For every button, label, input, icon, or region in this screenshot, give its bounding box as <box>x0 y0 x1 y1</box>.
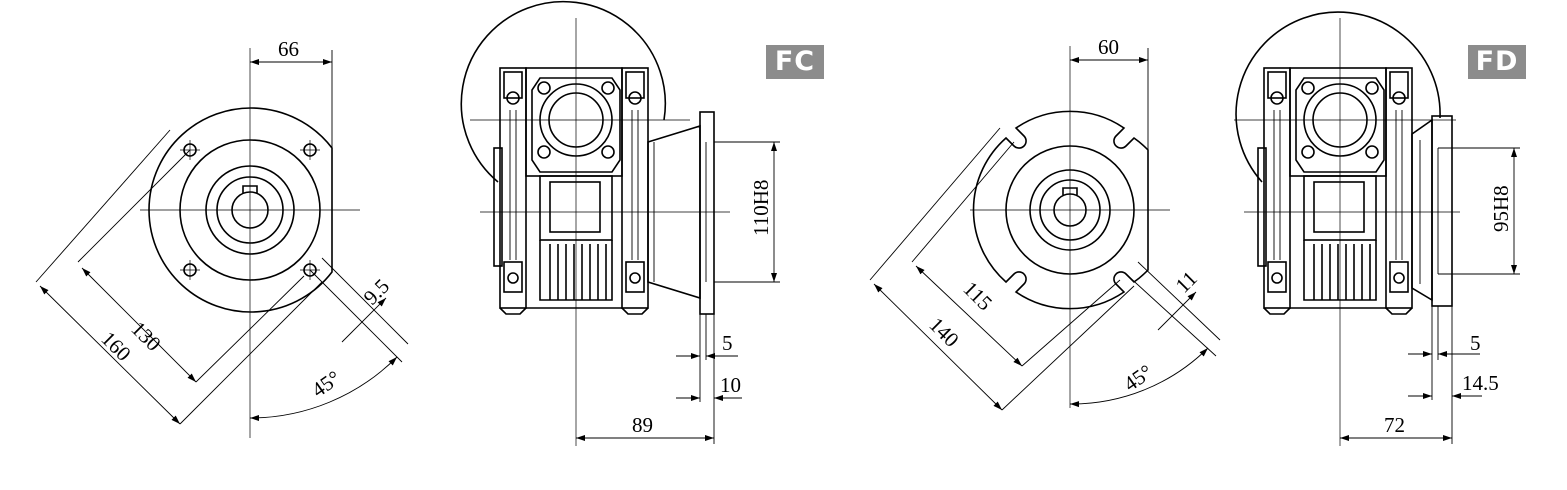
fc-angle-dim: 45° <box>307 366 345 403</box>
fd-thickness-1-dim: 5 <box>1470 331 1481 355</box>
fd-flange-face-view: 60 115 140 11 45° <box>869 35 1221 411</box>
fd-thickness-2-dim: 14.5 <box>1462 371 1499 395</box>
fc-side-view: 110H8 5 10 89 <box>460 0 780 446</box>
fc-hole-dim: 9.5 <box>359 274 395 310</box>
fd-angle-dim: 45° <box>1119 360 1157 397</box>
fc-flange-face-view: 66 130 160 9.5 45° <box>35 37 409 438</box>
fc-badge: FC <box>766 45 824 79</box>
fc-thickness-1-dim: 5 <box>722 331 733 355</box>
fd-cooling-fins <box>1263 240 1413 315</box>
fc-offset-dim: 66 <box>278 37 299 61</box>
fd-pcd-dim: 115 <box>958 277 997 316</box>
fc-thickness-2-dim: 10 <box>720 373 741 397</box>
fd-badge: FD <box>1468 45 1526 79</box>
fc-pilot-dim: 110H8 <box>749 180 773 236</box>
fd-offset-dim: 60 <box>1098 35 1119 59</box>
fc-length-dim: 89 <box>632 413 653 437</box>
fd-length-dim: 72 <box>1384 413 1405 437</box>
fd-side-view: 95H8 5 14.5 72 <box>1234 11 1520 446</box>
fd-pilot-dim: 95H8 <box>1489 185 1513 232</box>
fd-outer-dim: 140 <box>924 313 963 352</box>
fc-cooling-fins <box>499 240 649 315</box>
fd-slot-dim: 11 <box>1171 266 1202 297</box>
